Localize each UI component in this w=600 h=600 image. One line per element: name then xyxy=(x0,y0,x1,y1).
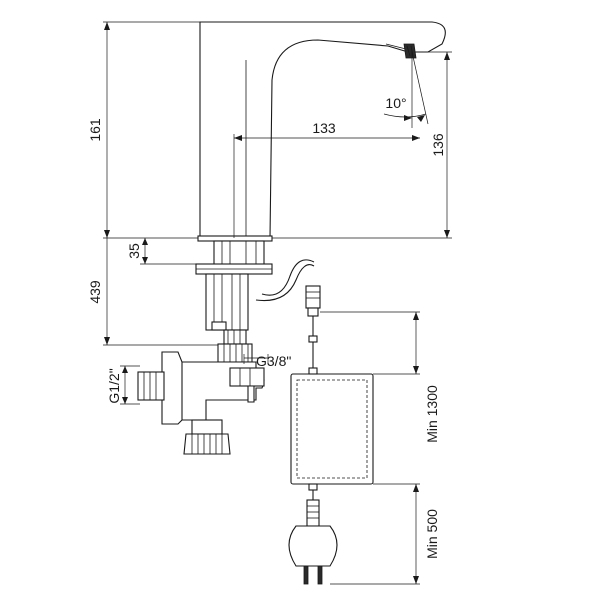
label-35: 35 xyxy=(126,243,142,259)
control-box xyxy=(290,367,374,491)
aerator-outlet xyxy=(403,43,417,59)
power-plug xyxy=(288,490,338,585)
label-g1-2: G1/2" xyxy=(106,368,122,403)
label-136: 136 xyxy=(430,133,446,157)
threaded-shank xyxy=(205,273,249,345)
label-min-1300: Min 1300 xyxy=(424,385,440,443)
flex-hose-nut xyxy=(217,343,253,363)
label-439: 439 xyxy=(87,280,103,304)
label-g3-8: G3/8" xyxy=(256,353,291,369)
dimension-lines xyxy=(103,21,452,585)
label-133: 133 xyxy=(312,120,336,136)
dimension-labels: 161 133 136 10° 35 439 G3/8" G1/2" Min 1… xyxy=(87,95,446,559)
sensor-cable xyxy=(255,259,321,374)
angle-valve xyxy=(137,351,265,455)
faucet-body xyxy=(199,21,446,239)
label-10-deg: 10° xyxy=(385,95,406,111)
label-161: 161 xyxy=(87,118,103,142)
mounting-nut xyxy=(195,263,273,275)
label-min-500: Min 500 xyxy=(424,509,440,559)
